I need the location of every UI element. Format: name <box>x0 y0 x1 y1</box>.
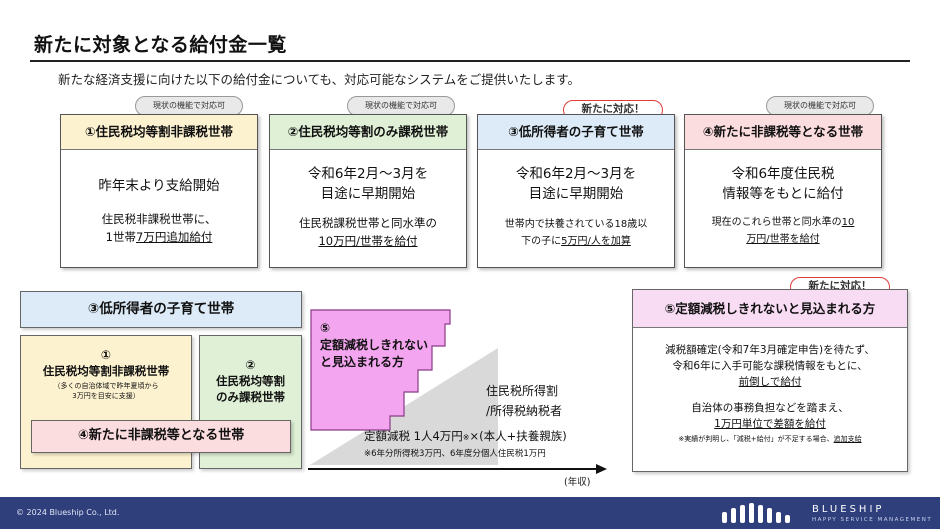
income-diagram <box>308 309 607 474</box>
box-note: （多くの自治体域で昨年夏頃から <box>53 382 159 390</box>
card-sub-text: 住民税非課税世帯に、 <box>101 212 217 226</box>
card-main-text: 令和6年度住民税 <box>731 166 835 182</box>
card-main-text: 情報等をもとに給付 <box>722 186 844 202</box>
intro-text: 新たな経済支援に向けた以下の給付金についても、対応可能なシステムをご提供いたしま… <box>58 72 581 87</box>
card-sub-text: 世帯内で扶養されている18歳以 <box>504 219 648 230</box>
reduction-note: ※6年分所得税3万円、6年度分個人住民税1万円 <box>364 449 546 459</box>
card-header: ④新たに非課税等となる世帯 <box>685 115 881 150</box>
box-number: ① <box>100 348 112 362</box>
brand-logo-icon <box>722 503 790 523</box>
existing-feature-tag: 現状の機能で対応可 <box>766 96 874 116</box>
card-sub-text: 下の子に5万円/人を加算 <box>521 236 631 247</box>
box-note: 3万円を目安に支援） <box>72 392 140 400</box>
card-header: ②住民税均等割のみ課税世帯 <box>270 115 466 150</box>
card-main-text: 令和6年2月～3月を <box>515 166 637 182</box>
benefit-card-2: ②住民税均等割のみ課税世帯 令和6年2月～3月を 目途に早期開始 住民税課税世帯… <box>269 114 467 268</box>
panel-paragraph: 減税額確定(令和7年3月確定申告)を待たず、 令和6年に入手可能な課税情報をもと… <box>665 344 875 388</box>
child-household-header: ③低所得者の子育て世帯 <box>20 291 302 328</box>
card-header: ①住民税均等割非課税世帯 <box>61 115 257 150</box>
card-sub-text: 住民税課税世帯と同水準の <box>299 216 437 230</box>
page-title: 新たに対象となる給付金一覧 <box>34 34 287 56</box>
box-label: 住民税均等割 <box>216 374 285 388</box>
panel-header: ⑤定額減税しきれないと見込まれる方 <box>633 290 907 328</box>
stairs-label: ⑤ 定額減税しきれない と見込まれる方 <box>320 321 429 369</box>
card-sub-text: 10万円/世帯を給付 <box>318 234 418 248</box>
box-label: のみ課税世帯 <box>216 390 285 404</box>
brand-name: BLUESHIP <box>812 504 885 515</box>
panel-5: ⑤定額減税しきれないと見込まれる方 減税額確定(令和7年3月確定申告)を待たず、… <box>632 289 908 472</box>
existing-feature-tag: 現状の機能で対応可 <box>347 96 455 116</box>
stairs-shape <box>310 309 451 431</box>
footer-bar: © 2024 Blueship Co., Ltd. BLUESHIP HAPPY… <box>0 497 940 529</box>
card-sub-text: 現在のこれら世帯と同水準の10 <box>711 217 855 228</box>
taxpayer-label: 住民税所得割 /所得税納税者 <box>486 384 563 418</box>
reduction-label: 定額減税 1人4万円※×(本人+扶養親族) <box>364 429 567 443</box>
benefit-card-1: ①住民税均等割非課税世帯 昨年末より支給開始 住民税非課税世帯に、 1世帯7万円… <box>60 114 258 268</box>
benefit-card-4: ④新たに非課税等となる世帯 令和6年度住民税 情報等をもとに給付 現在のこれら世… <box>684 114 882 268</box>
card-sub-text: 1世帯7万円追加給付 <box>105 230 213 244</box>
brand-tagline: HAPPY SERVICE MANAGEMENT <box>812 517 933 523</box>
card-main-text: 昨年末より支給開始 <box>98 178 220 194</box>
card-main-text: 令和6年2月～3月を <box>307 166 429 182</box>
existing-feature-tag: 現状の機能で対応可 <box>135 96 243 116</box>
card-sub-text: 万円/世帯を給付 <box>746 234 820 245</box>
box-number: ② <box>245 358 256 372</box>
card-main-text: 目途に早期開始 <box>320 186 416 202</box>
diagram-box-4: ④新たに非課税等となる世帯 <box>31 420 291 453</box>
title-divider <box>30 60 910 62</box>
arrow-icon <box>596 464 607 474</box>
panel-note: ※実績が判明し、「減税+給付」が不足する場合、追加支給 <box>678 435 862 443</box>
box-label: 住民税均等割非課税世帯 <box>42 364 170 378</box>
copyright-text: © 2024 Blueship Co., Ltd. <box>16 508 120 517</box>
panel-paragraph: 自治体の事務負担などを踏まえ、 1万円単位で差額を給付 <box>691 402 849 430</box>
axis-label: (年収) <box>564 477 591 488</box>
benefit-card-3: ③低所得者の子育て世帯 令和6年2月～3月を 目途に早期開始 世帯内で扶養されて… <box>477 114 675 268</box>
card-header: ③低所得者の子育て世帯 <box>478 115 674 150</box>
card-main-text: 目途に早期開始 <box>528 186 624 202</box>
